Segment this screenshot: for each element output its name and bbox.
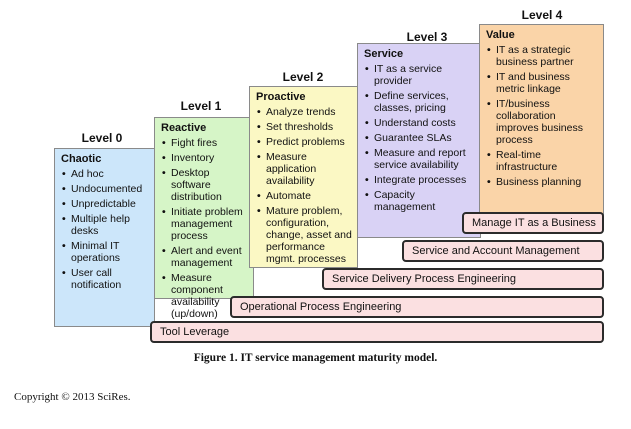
level-2-box: Proactive Analyze trends Set thresholds … — [249, 86, 358, 268]
list-item: Capacity management — [365, 189, 476, 213]
list-item: Business planning — [487, 176, 599, 188]
list-item: Minimal IT operations — [62, 240, 150, 264]
list-item: IT and business metric linkage — [487, 71, 599, 95]
level-2-list: Analyze trends Set thresholds Predict pr… — [256, 106, 353, 265]
list-item: Measure and report service availability — [365, 147, 476, 171]
list-item: IT as a service provider — [365, 63, 476, 87]
list-item: Predict problems — [257, 136, 353, 148]
list-item: Automate — [257, 190, 353, 202]
list-item: Measure application availability — [257, 151, 353, 187]
list-item: Define services, classes, pricing — [365, 90, 476, 114]
level-4-box: Value IT as a strategic business partner… — [479, 24, 604, 217]
level-0-title: Level 0 — [81, 131, 123, 145]
bar-operational-process-engineering: Operational Process Engineering — [230, 296, 604, 318]
list-item: Set thresholds — [257, 121, 353, 133]
list-item: Alert and event management — [162, 245, 249, 269]
list-item: IT as a strategic business partner — [487, 44, 599, 68]
level-1-title: Level 1 — [180, 99, 222, 113]
list-item: Ad hoc — [62, 168, 150, 180]
level-2-title: Level 2 — [282, 70, 324, 84]
level-2-heading: Proactive — [256, 91, 306, 103]
list-item: Initiate problem management process — [162, 206, 249, 242]
level-1-heading: Reactive — [161, 122, 207, 134]
level-4-title: Level 4 — [521, 8, 563, 22]
list-item: Measure component availability (up/down) — [162, 272, 249, 320]
list-item: Fight fires — [162, 137, 249, 149]
level-3-heading: Service — [364, 48, 404, 60]
level-0-heading: Chaotic — [61, 153, 102, 165]
list-item: User call notification — [62, 267, 150, 291]
list-item: Inventory — [162, 152, 249, 164]
level-4-list: IT as a strategic business partner IT an… — [486, 44, 599, 188]
list-item: Analyze trends — [257, 106, 353, 118]
list-item: Integrate processes — [365, 174, 476, 186]
list-item: Desktop software distribution — [162, 167, 249, 203]
list-item: Unpredictable — [62, 198, 150, 210]
figure-caption: Figure 1. IT service management maturity… — [193, 352, 438, 364]
list-item: Understand costs — [365, 117, 476, 129]
level-1-list: Fight fires Inventory Desktop software d… — [161, 137, 249, 320]
level-0-box: Chaotic Ad hoc Undocumented Unpredictabl… — [54, 148, 155, 327]
bar-tool-leverage: Tool Leverage — [150, 321, 604, 343]
level-1-box: Reactive Fight fires Inventory Desktop s… — [154, 117, 254, 320]
level-3-title: Level 3 — [406, 30, 448, 44]
bar-manage-it-as-a-business: Manage IT as a Business — [462, 212, 604, 234]
list-item: Undocumented — [62, 183, 150, 195]
list-item: Guarantee SLAs — [365, 132, 476, 144]
bar-service-and-account-management: Service and Account Management — [402, 240, 604, 262]
list-item: IT/business collaboration improves busin… — [487, 98, 599, 146]
level-4-heading: Value — [486, 29, 515, 41]
list-item: Real-time infrastructure — [487, 149, 599, 173]
list-item: Mature problem, configuration, change, a… — [257, 205, 353, 265]
level-0-list: Ad hoc Undocumented Unpredictable Multip… — [61, 168, 150, 291]
copyright-notice: Copyright © 2013 SciRes. — [14, 391, 131, 403]
bar-service-delivery-process-engineering: Service Delivery Process Engineering — [322, 268, 604, 290]
level-3-box: Service IT as a service provider Define … — [357, 43, 481, 238]
list-item: Multiple help desks — [62, 213, 150, 237]
level-3-list: IT as a service provider Define services… — [364, 63, 476, 213]
